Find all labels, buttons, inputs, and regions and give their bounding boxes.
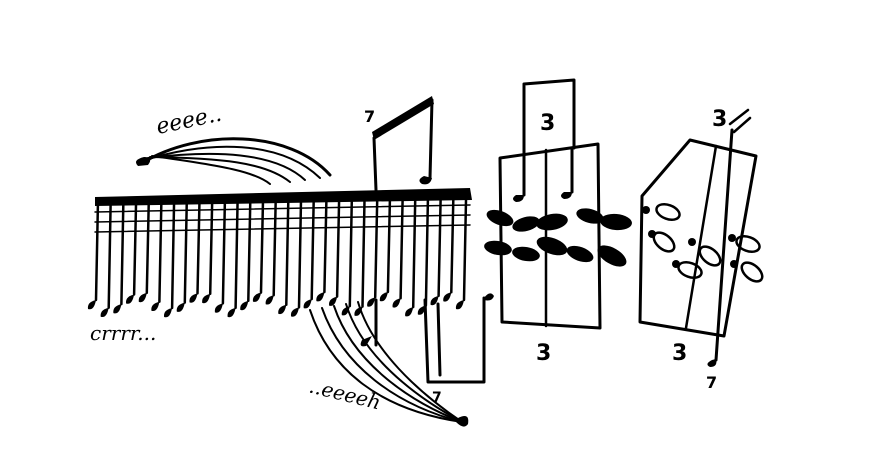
cluster-notehead xyxy=(252,292,261,302)
cluster-stem xyxy=(335,198,341,298)
filled-notehead-cluster xyxy=(484,208,632,267)
cluster-notehead xyxy=(278,304,287,315)
cluster-notehead xyxy=(405,307,414,317)
flag-mark-3: 7 xyxy=(706,373,717,392)
cluster-stem xyxy=(221,198,227,305)
cluster-notehead xyxy=(455,300,464,310)
flag-mark-2: 7 xyxy=(432,390,442,406)
cluster-stem xyxy=(361,198,366,308)
cluster-notehead xyxy=(443,292,452,302)
lower-glissando-fan xyxy=(309,301,469,427)
cluster-stem xyxy=(297,198,303,309)
cluster-stem xyxy=(450,198,455,294)
cluster-stem xyxy=(411,198,417,309)
cluster-stem xyxy=(386,198,392,294)
cluster-notehead xyxy=(126,294,135,304)
cluster-notehead xyxy=(303,299,312,309)
cluster-stem xyxy=(145,198,151,295)
cluster-stem xyxy=(132,198,138,296)
tuplet-number-left-top: 3 xyxy=(540,111,555,136)
dense-cluster-block xyxy=(87,188,472,318)
cluster-notehead xyxy=(392,298,401,308)
cluster-stem xyxy=(196,198,201,295)
cluster-notehead xyxy=(176,302,185,312)
top-left-vocal-annotation: eeee.. xyxy=(154,102,224,140)
cluster-notehead xyxy=(202,293,211,304)
cluster-stem xyxy=(399,198,404,300)
cluster-notehead xyxy=(379,292,388,302)
cluster-notehead xyxy=(430,295,439,306)
cluster-notehead xyxy=(189,293,198,303)
cluster-stem xyxy=(310,198,315,301)
cluster-notehead xyxy=(138,292,147,303)
tuplet-number-right-bottom: 3 xyxy=(672,341,687,366)
cluster-notehead xyxy=(227,307,236,318)
cluster-stems xyxy=(87,198,468,318)
cluster-stem xyxy=(158,198,163,303)
cluster-notehead xyxy=(290,307,299,317)
cluster-stem xyxy=(424,198,430,307)
flag-mark-1: 7 xyxy=(364,107,375,126)
cluster-notehead xyxy=(87,300,96,310)
bottom-center-vocal-annotation: ..eeeeh xyxy=(307,374,384,415)
cluster-stem xyxy=(462,198,468,302)
cluster-stem xyxy=(94,198,100,302)
cluster-notehead xyxy=(151,301,160,312)
tuplet-number-left-bottom: 3 xyxy=(536,341,551,366)
cluster-stem xyxy=(259,198,265,294)
cluster-stem xyxy=(373,198,379,299)
cluster-notehead xyxy=(265,295,274,305)
upper-glissando-fan xyxy=(136,137,332,185)
bottom-left-vocal-annotation: crrrr... xyxy=(90,321,156,345)
cluster-stem xyxy=(183,198,189,304)
cluster-notehead xyxy=(214,303,223,313)
cluster-notehead xyxy=(367,297,376,307)
cluster-stem xyxy=(437,198,442,298)
cluster-stem xyxy=(348,198,354,308)
cluster-stem xyxy=(170,198,176,310)
cluster-notehead xyxy=(329,296,338,306)
right-tuplet-box xyxy=(638,108,758,367)
cluster-notehead xyxy=(240,300,249,311)
left-tuplet-box xyxy=(498,78,602,330)
cluster-stem xyxy=(247,198,252,303)
hollow-notehead-cluster xyxy=(642,202,764,283)
cluster-stem xyxy=(272,198,277,297)
cluster-notehead xyxy=(316,292,325,302)
cluster-stem xyxy=(120,198,125,306)
cluster-stem xyxy=(208,198,214,296)
cluster-stem xyxy=(285,198,290,307)
cluster-stem xyxy=(107,198,112,309)
cluster-notehead xyxy=(113,304,122,314)
cluster-stem xyxy=(234,198,239,310)
tuplet-number-right-top: 3 xyxy=(712,107,727,132)
cluster-notehead xyxy=(100,307,109,318)
cluster-notehead xyxy=(164,308,173,318)
cluster-stem xyxy=(323,198,328,294)
center-slanted-bracket xyxy=(360,96,494,384)
